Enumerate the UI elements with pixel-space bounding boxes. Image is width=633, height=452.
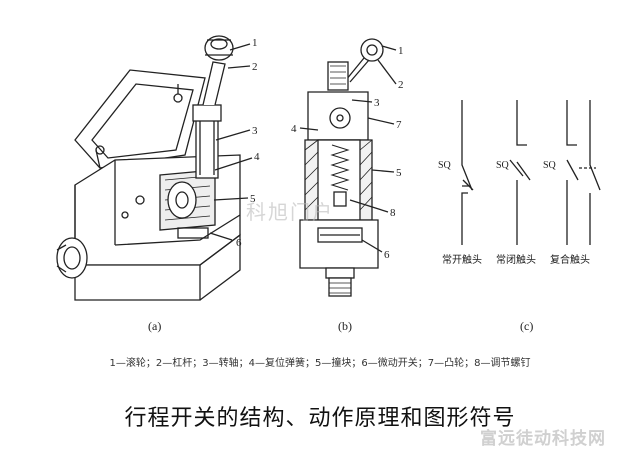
sq-label-no: SQ — [438, 160, 452, 171]
watermark-corner: 富远徒动科技网 — [480, 429, 606, 449]
parts-legend: 1—滚轮；2—杠杆；3—转轴；4—复位弹簧；5—撞块；6—微动开关；7—凸轮；8… — [109, 358, 531, 369]
callout-b-4: 4 — [291, 123, 297, 135]
callout-b-5: 5 — [396, 167, 402, 179]
symbol-caption-combo: 复合触头 — [550, 253, 590, 266]
watermark-center: 科旭门户 — [246, 200, 334, 224]
callout-b-2: 2 — [398, 79, 404, 91]
sq-label-combo: SQ — [543, 160, 557, 171]
sub-label-b: (b) — [338, 319, 352, 333]
symbol-caption-nc: 常闭触头 — [496, 253, 536, 266]
callout-a-2: 2 — [252, 61, 258, 73]
callout-b-3: 3 — [374, 97, 380, 109]
figure-caption: 行程开关的结构、动作原理和图形符号 — [124, 406, 516, 431]
callout-b-6: 6 — [384, 249, 390, 261]
callout-b-1: 1 — [398, 45, 404, 57]
sq-label-nc: SQ — [496, 160, 510, 171]
callout-b-7: 7 — [396, 119, 402, 131]
diagram-b-cross-section — [299, 38, 397, 297]
callout-a-4: 4 — [254, 151, 260, 163]
callout-a-6: 6 — [236, 237, 242, 249]
symbol-caption-no: 常开触头 — [442, 253, 482, 266]
diagram-a-switch-perspective — [56, 35, 253, 301]
callout-b-8: 8 — [390, 207, 396, 219]
sub-label-c: (c) — [520, 319, 533, 333]
diagram-c-symbols — [461, 100, 601, 245]
callout-a-3: 3 — [252, 125, 258, 137]
callout-a-1: 1 — [252, 37, 258, 49]
sub-label-a: (a) — [148, 319, 161, 333]
callout-a-5: 5 — [250, 193, 256, 205]
